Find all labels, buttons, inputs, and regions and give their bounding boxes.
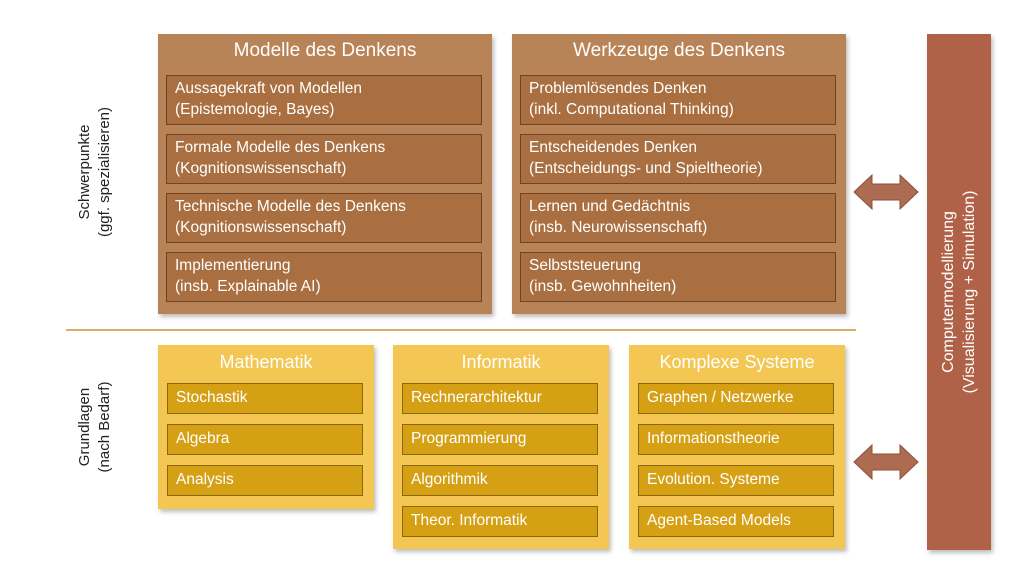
- label-grundlagen: Grundlagen (nach Bedarf): [75, 382, 115, 473]
- computermodellierung-bar: Computermodellierung (Visualisierung + S…: [927, 34, 991, 550]
- item-aussagekraft: Aussagekraft von Modellen (Epistemologie…: [166, 75, 482, 125]
- item-line2: (insb. Explainable AI): [175, 278, 321, 295]
- item-line1: Aussagekraft von Modellen: [175, 80, 362, 97]
- section-divider: [66, 329, 856, 331]
- item-implementierung: Implementierung (insb. Explainable AI): [166, 252, 482, 302]
- item-informationstheorie: Informationstheorie: [638, 424, 834, 455]
- item-algorithmik: Algorithmik: [402, 465, 598, 496]
- item-line2: (insb. Neurowissenschaft): [529, 219, 708, 236]
- item-analysis: Analysis: [167, 465, 363, 496]
- item-line1: Problemlösendes Denken: [529, 80, 707, 97]
- panel-modelle-des-denkens: Modelle des Denkens Aussagekraft von Mod…: [158, 34, 492, 314]
- panel-komplexe-systeme: Komplexe Systeme Graphen / Netzwerke Inf…: [629, 345, 845, 549]
- item-entscheidendes-denken: Entscheidendes Denken (Entscheidungs- un…: [520, 134, 836, 184]
- item-algebra: Algebra: [167, 424, 363, 455]
- label-grundlagen-line1: Grundlagen: [76, 387, 93, 467]
- item-problemloesendes-denken: Problemlösendes Denken (inkl. Computatio…: [520, 75, 836, 125]
- item-line1: Formale Modelle des Denkens: [175, 139, 386, 156]
- label-schwerpunkte: Schwerpunkte (ggf. spezialisieren): [75, 107, 115, 237]
- item-line2: (inkl. Computational Thinking): [529, 101, 734, 118]
- item-line2: (Epistemologie, Bayes): [175, 101, 335, 118]
- item-line1: Technische Modelle des Denkens: [175, 198, 406, 215]
- panel-informatik: Informatik Rechnerarchitektur Programmie…: [393, 345, 609, 549]
- item-line1: Selbststeuerung: [529, 257, 642, 274]
- item-theor-informatik: Theor. Informatik: [402, 506, 598, 537]
- item-line1: Entscheidendes Denken: [529, 139, 698, 156]
- double-arrow-icon: [853, 174, 919, 210]
- double-arrow-icon: [853, 444, 919, 480]
- item-evolution-systeme: Evolution. Systeme: [638, 465, 834, 496]
- item-formale-modelle: Formale Modelle des Denkens (Kognitionsw…: [166, 134, 482, 184]
- label-schwerpunkte-line2: (ggf. spezialisieren): [96, 106, 113, 238]
- item-programmierung: Programmierung: [402, 424, 598, 455]
- item-stochastik: Stochastik: [167, 383, 363, 414]
- panel-title: Informatik: [461, 352, 541, 372]
- panel-title: Modelle des Denkens: [233, 40, 417, 61]
- label-schwerpunkte-line1: Schwerpunkte: [76, 124, 93, 220]
- panel-werkzeuge-des-denkens: Werkzeuge des Denkens Problemlösendes De…: [512, 34, 846, 314]
- item-technische-modelle: Technische Modelle des Denkens (Kognitio…: [166, 193, 482, 243]
- item-rechnerarchitektur: Rechnerarchitektur: [402, 383, 598, 414]
- computermodellierung-label: Computermodellierung (Visualisierung + S…: [938, 191, 980, 394]
- item-graphen-netzwerke: Graphen / Netzwerke: [638, 383, 834, 414]
- side-bar-line1: Computermodellierung: [940, 211, 957, 373]
- item-line1: Implementierung: [175, 257, 291, 274]
- panel-mathematik: Mathematik Stochastik Algebra Analysis: [158, 345, 374, 509]
- item-line2: (Kognitionswissenschaft): [175, 219, 347, 236]
- item-lernen-und-gedaechtnis: Lernen und Gedächtnis (insb. Neurowissen…: [520, 193, 836, 243]
- panel-title: Werkzeuge des Denkens: [573, 40, 785, 61]
- item-line2: (Kognitionswissenschaft): [175, 160, 347, 177]
- item-agent-based-models: Agent-Based Models: [638, 506, 834, 537]
- side-bar-line2: (Visualisierung + Simulation): [961, 190, 978, 394]
- item-line1: Lernen und Gedächtnis: [529, 198, 691, 215]
- item-line2: (Entscheidungs- und Spieltheorie): [529, 160, 763, 177]
- item-line2: (insb. Gewohnheiten): [529, 278, 677, 295]
- panel-title: Mathematik: [219, 352, 313, 372]
- item-selbststeuerung: Selbststeuerung (insb. Gewohnheiten): [520, 252, 836, 302]
- label-grundlagen-line2: (nach Bedarf): [96, 381, 113, 473]
- panel-title: Komplexe Systeme: [659, 352, 815, 372]
